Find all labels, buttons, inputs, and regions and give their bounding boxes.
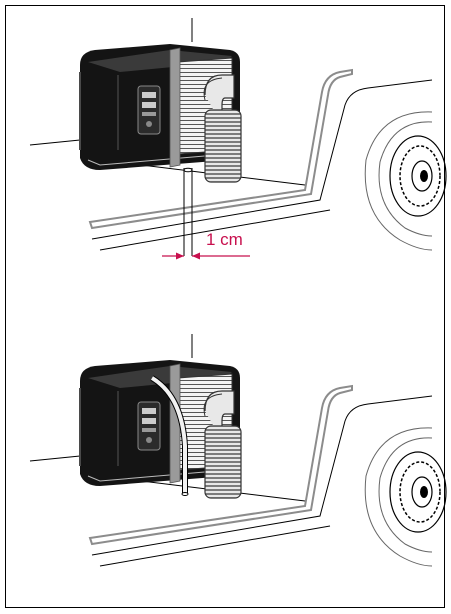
top-panel-drain-tube-offset: 1 cm (29, 17, 447, 260)
measurement-label: 1 cm (206, 230, 243, 249)
drain-tube-vertical (183, 167, 193, 256)
drain-tube-curved (150, 375, 189, 496)
bottom-panel-drain-tube-routed (29, 333, 447, 567)
dimension-line (162, 252, 250, 260)
